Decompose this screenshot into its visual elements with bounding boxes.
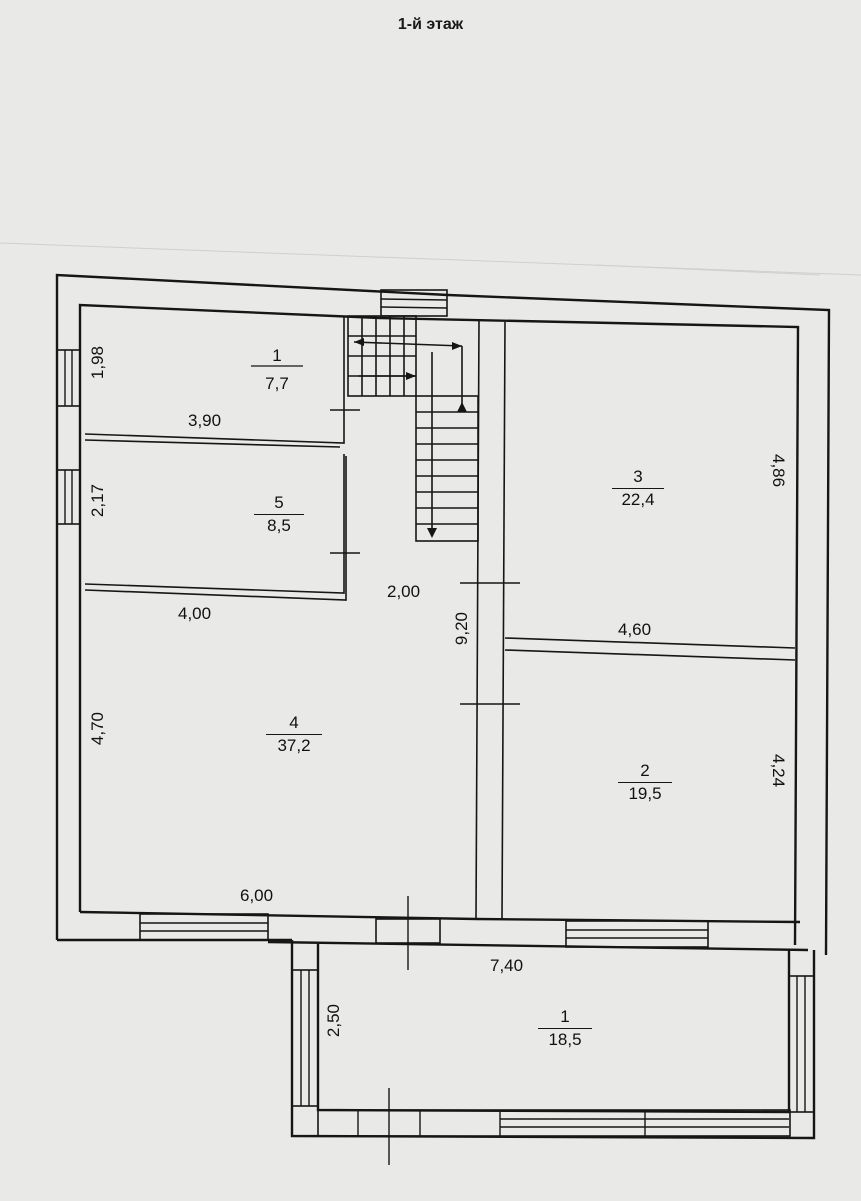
room-3-area: 22,4 [621, 490, 655, 509]
room-3-label: 3 22,4 [612, 466, 664, 511]
room-1-number: 1 [538, 1006, 592, 1029]
dim-room5-width: 4,00 [178, 604, 212, 623]
room-5-number: 5 [254, 492, 304, 515]
window-terrace-left [291, 969, 319, 1107]
room-3-number: 3 [612, 466, 664, 489]
staircase [347, 315, 479, 542]
interior-walls [84, 316, 796, 920]
dim-terrace-height: 2,50 [324, 1004, 343, 1038]
background-watermark [0, 242, 861, 276]
dim-room6-width: 3,90 [188, 411, 222, 430]
room-4-label: 4 37,2 [266, 712, 322, 757]
room-4-number: 4 [266, 712, 322, 735]
room-2-area: 19,5 [628, 784, 662, 803]
dim-room5-height: 2,17 [88, 484, 107, 518]
room-1-area: 18,5 [548, 1030, 582, 1049]
door-ticks [330, 409, 520, 705]
room-4-area: 37,2 [277, 736, 311, 755]
room-6-label: 1 7,7 [251, 346, 303, 393]
dim-room3-height: 4,86 [769, 454, 788, 488]
room-1-label: 1 18,5 [538, 1006, 592, 1051]
dim-room6-height: 1,98 [88, 346, 107, 380]
room-6-area: 7,7 [265, 374, 289, 393]
window-terrace-bottom [317, 1088, 791, 1165]
window-bottom-room4 [139, 913, 269, 941]
window-terrace-right [788, 975, 815, 1113]
window-left-room5 [56, 469, 81, 525]
room-5-label: 5 8,5 [254, 492, 304, 537]
dim-room2-height: 4,24 [769, 754, 788, 788]
dim-corridor-length: 9,20 [452, 612, 471, 646]
door-bottom [375, 896, 441, 970]
floor-title: 1-й этаж [397, 16, 464, 33]
room-5-area: 8,5 [267, 516, 291, 535]
dim-room4-width: 6,00 [240, 886, 274, 905]
room-2-label: 2 19,5 [618, 760, 672, 805]
window-bottom-room2 [565, 920, 709, 948]
window-left-room6 [56, 349, 81, 407]
room-2-number: 2 [618, 760, 672, 783]
dim-room4-height: 4,70 [88, 712, 107, 746]
window-top [380, 289, 448, 317]
dim-room2-width: 4,60 [618, 620, 652, 639]
dim-corridor-width: 2,00 [387, 582, 421, 601]
dim-terrace-width: 7,40 [490, 956, 524, 975]
windows [56, 289, 815, 1165]
room-6-number: 1 [272, 346, 281, 365]
